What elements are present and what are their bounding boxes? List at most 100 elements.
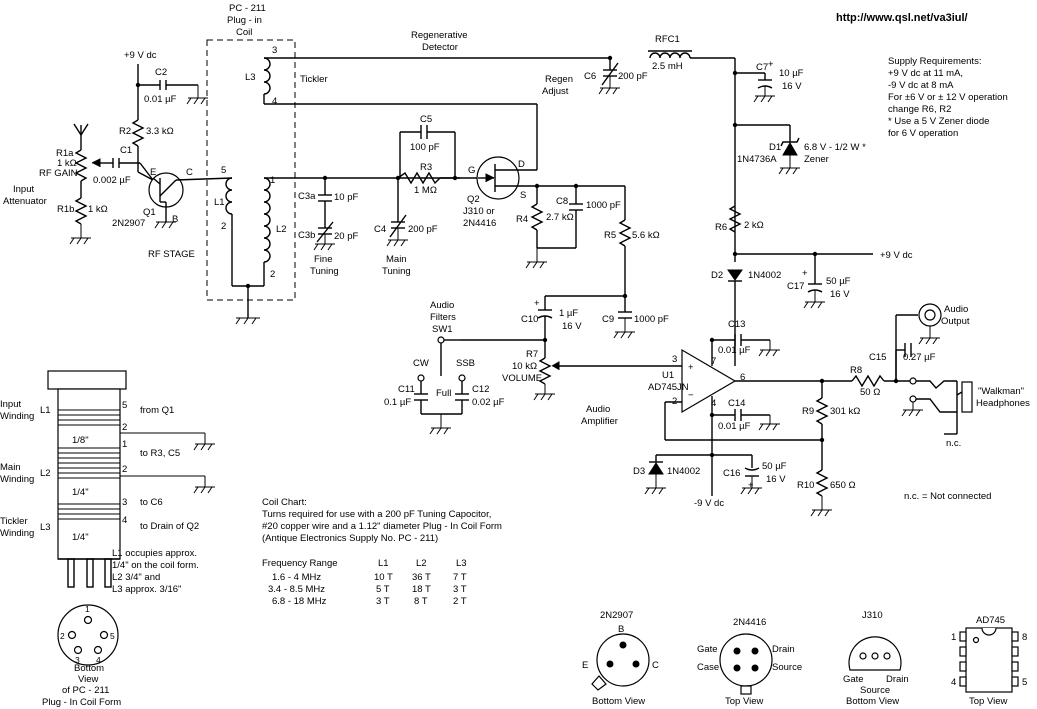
coil-l3-label: L3 — [245, 72, 256, 83]
wire — [871, 652, 879, 660]
bottom-pin: 5 — [110, 631, 115, 641]
q2-label: Q2 — [467, 194, 480, 205]
r10-resistor — [815, 469, 829, 497]
coil-form-note: 1/4" on the coil form. — [112, 560, 199, 571]
audio-filters-label2: Filters — [430, 312, 456, 323]
regen-adjust-label2: Adjust — [542, 86, 569, 97]
rfc1-label: RFC1 — [655, 34, 680, 45]
coil-chart-cell: 7 T — [453, 572, 467, 583]
plug-in-coil: PC - 211 Plug - in Coil 3 4 L3 Tickler 5… — [206, 3, 610, 325]
coil-chart-cell: 8 T — [414, 596, 428, 607]
junction — [607, 55, 613, 61]
r3-value: 1 MΩ — [414, 185, 437, 196]
pin-label: Gate — [843, 674, 864, 685]
form-pin: 5 — [122, 400, 127, 411]
wire — [93, 645, 103, 655]
pinout-2n4416: 2N4416 Gate Drain Case Source Top View — [697, 617, 802, 707]
supply-line: for 6 V operation — [888, 128, 958, 139]
wire — [591, 675, 607, 691]
r6-label: R6 — [715, 222, 727, 233]
regen-adjust-label: Regen — [545, 74, 573, 85]
coil-l1-label: L1 — [214, 197, 225, 208]
junction — [135, 82, 141, 88]
r2-label: R2 — [119, 126, 131, 137]
d1-ground — [778, 155, 800, 175]
c14-value: 0.01 µF — [718, 421, 751, 432]
coil-form-spacing: 1/4" — [72, 487, 89, 498]
filter-ground — [429, 414, 451, 435]
r7-volume-potentiometer[interactable] — [538, 357, 552, 385]
bottom-pin: 3 — [75, 655, 80, 665]
wire — [152, 177, 161, 185]
audio-filters-label: Audio — [430, 300, 454, 311]
wire — [47, 370, 127, 390]
c11-label: C11 — [398, 384, 415, 395]
pin-label: 4 — [951, 677, 956, 688]
coil-form-note: L2 3/4" and — [112, 572, 160, 583]
supply-line: Supply Requirements: — [888, 56, 981, 67]
coil-pin2b: 2 — [270, 269, 275, 280]
wire — [740, 685, 752, 695]
pin-label: Source — [860, 685, 890, 696]
coil-chart-cell: 18 T — [412, 584, 431, 595]
sw1-ssb-contact[interactable] — [458, 374, 466, 382]
vcc-rail-label: +9 V dc — [880, 250, 913, 261]
r8-value: 50 Ω — [860, 387, 880, 398]
r4-resistor — [530, 203, 544, 231]
d1-label: D1 — [769, 142, 781, 153]
main-tuning-label: Main — [386, 254, 407, 265]
wire — [719, 633, 773, 687]
wire — [883, 652, 891, 660]
source-url: http://www.qsl.net/va3iul/ — [836, 12, 968, 24]
d2-diode — [727, 269, 743, 281]
wire — [916, 398, 957, 413]
r6-resistor — [728, 205, 742, 233]
pin-label: Source — [772, 662, 802, 673]
c17-ground — [803, 290, 825, 309]
sw1-cw-contact[interactable] — [417, 374, 425, 382]
c13-ground — [758, 340, 780, 357]
headphones-plug[interactable] — [961, 381, 973, 413]
wire — [751, 647, 759, 655]
d1-part: 1N4736A — [737, 154, 777, 165]
nc-note: n.c. = Not connected — [904, 491, 991, 502]
r1b-resistor — [74, 197, 88, 225]
u1-minus: − — [688, 390, 694, 401]
pinout-title: 2N4416 — [733, 617, 766, 628]
from-q1-label: from Q1 — [140, 405, 174, 416]
coil-chart-cell: 5 T — [376, 584, 390, 595]
coil-chart-cell: 6.8 - 18 MHz — [272, 596, 327, 607]
c2-value: 0.01 µF — [144, 94, 177, 105]
wire — [73, 645, 83, 655]
c5-value: 100 pF — [410, 142, 440, 153]
c3b-variable-arrow — [316, 221, 334, 243]
coil-chart: Coil Chart: Turns required for use with … — [262, 497, 502, 607]
r5-resistor — [618, 219, 632, 247]
form-pin: 1 — [122, 439, 127, 450]
c2-ground — [186, 85, 208, 105]
c8-value: 1000 pF — [586, 200, 621, 211]
audio-section: + C10 1 µF 16 V C9 1000 pF R7 10 kΩ VOLU… — [384, 293, 1030, 517]
c10-voltage: 16 V — [562, 321, 582, 332]
sw1-switch[interactable] — [437, 336, 445, 344]
coil-form-drawing: 1/8" 1/4" 1/4" Input Winding L1 Main Win… — [0, 370, 215, 708]
c7-value: 10 µF — [779, 68, 804, 79]
r1b-ground — [69, 224, 91, 245]
c16-ground — [740, 476, 762, 495]
tuning-section: C3a 10 pF C3b 20 pF Fine Tuning C4 200 p… — [264, 175, 460, 277]
c13-value: 0.01 µF — [718, 345, 751, 356]
c2-label: C2 — [155, 67, 167, 78]
d3-diode — [648, 462, 664, 475]
junction — [732, 70, 738, 76]
q1-base-ground — [154, 221, 176, 229]
c3a-value: 10 pF — [334, 192, 358, 203]
coil-chart-cell: 3.4 - 8.5 MHz — [268, 584, 325, 595]
sw1-label: SW1 — [432, 324, 453, 335]
c4-label: C4 — [374, 224, 386, 235]
wire — [956, 391, 963, 396]
audio-amplifier-label2: Amplifier — [581, 416, 618, 427]
detector-title: Regenerative — [411, 30, 468, 41]
c12-value: 0.02 µF — [472, 397, 505, 408]
coil-chart-cell: 36 T — [412, 572, 431, 583]
